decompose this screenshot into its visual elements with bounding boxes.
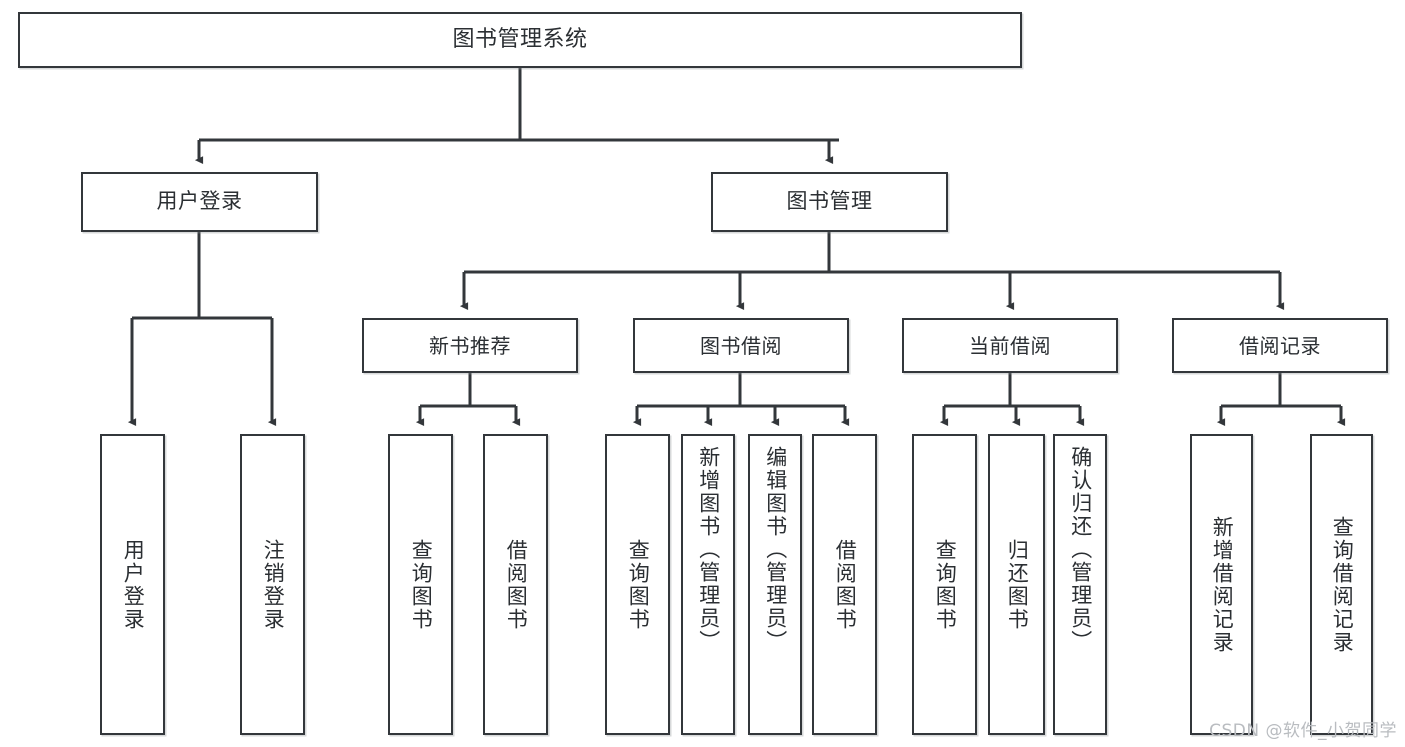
node-leaf-confirm-return-label: 确认归还（管理员） bbox=[1068, 446, 1093, 653]
node-root-label: 图书管理系统 bbox=[452, 26, 588, 52]
node-current-borrow[interactable]: 当前借阅 bbox=[902, 318, 1118, 373]
node-new-book-recommend-label: 新书推荐 bbox=[429, 333, 511, 358]
node-leaf-borrow-book-2-label: 借阅图书 bbox=[833, 538, 858, 631]
node-leaf-user-login-label: 用户登录 bbox=[121, 538, 146, 631]
node-leaf-add-book[interactable]: 新增图书（管理员） bbox=[681, 434, 735, 735]
node-leaf-borrow-book-1-label: 借阅图书 bbox=[504, 538, 529, 631]
node-current-borrow-label: 当前借阅 bbox=[969, 333, 1051, 358]
node-leaf-user-login[interactable]: 用户登录 bbox=[100, 434, 165, 735]
node-book-borrow-label: 图书借阅 bbox=[700, 333, 782, 358]
node-leaf-add-record[interactable]: 新增借阅记录 bbox=[1190, 434, 1253, 735]
node-borrow-record-label: 借阅记录 bbox=[1239, 333, 1321, 358]
node-leaf-query-book-3[interactable]: 查询图书 bbox=[912, 434, 977, 735]
node-leaf-edit-book-label: 编辑图书（管理员） bbox=[763, 446, 788, 653]
node-borrow-record[interactable]: 借阅记录 bbox=[1172, 318, 1388, 373]
node-book-manage[interactable]: 图书管理 bbox=[711, 172, 948, 232]
node-leaf-query-book-3-label: 查询图书 bbox=[933, 538, 958, 631]
node-book-borrow[interactable]: 图书借阅 bbox=[633, 318, 849, 373]
node-leaf-add-record-label: 新增借阅记录 bbox=[1210, 515, 1235, 654]
node-leaf-query-book-2-label: 查询图书 bbox=[626, 538, 651, 631]
node-leaf-borrow-book-1[interactable]: 借阅图书 bbox=[483, 434, 548, 735]
node-leaf-logout[interactable]: 注销登录 bbox=[240, 434, 305, 735]
node-leaf-edit-book[interactable]: 编辑图书（管理员） bbox=[748, 434, 802, 735]
node-leaf-query-book-2[interactable]: 查询图书 bbox=[605, 434, 670, 735]
node-leaf-query-book-1-label: 查询图书 bbox=[409, 538, 434, 631]
node-book-manage-label: 图书管理 bbox=[786, 189, 873, 214]
node-new-book-recommend[interactable]: 新书推荐 bbox=[362, 318, 578, 373]
node-leaf-confirm-return[interactable]: 确认归还（管理员） bbox=[1053, 434, 1107, 735]
node-leaf-borrow-book-2[interactable]: 借阅图书 bbox=[812, 434, 877, 735]
node-leaf-add-book-label: 新增图书（管理员） bbox=[696, 446, 721, 653]
node-leaf-query-record[interactable]: 查询借阅记录 bbox=[1310, 434, 1373, 735]
node-leaf-return-book-label: 归还图书 bbox=[1005, 538, 1030, 631]
node-user-login-label: 用户登录 bbox=[156, 189, 243, 214]
csdn-watermark: CSDN @软件_小贺同学 bbox=[1209, 721, 1397, 741]
node-leaf-return-book[interactable]: 归还图书 bbox=[988, 434, 1045, 735]
node-leaf-logout-label: 注销登录 bbox=[261, 538, 286, 631]
node-user-login[interactable]: 用户登录 bbox=[81, 172, 318, 232]
node-root-system[interactable]: 图书管理系统 bbox=[18, 12, 1022, 68]
node-leaf-query-record-label: 查询借阅记录 bbox=[1330, 515, 1355, 654]
node-leaf-query-book-1[interactable]: 查询图书 bbox=[388, 434, 453, 735]
